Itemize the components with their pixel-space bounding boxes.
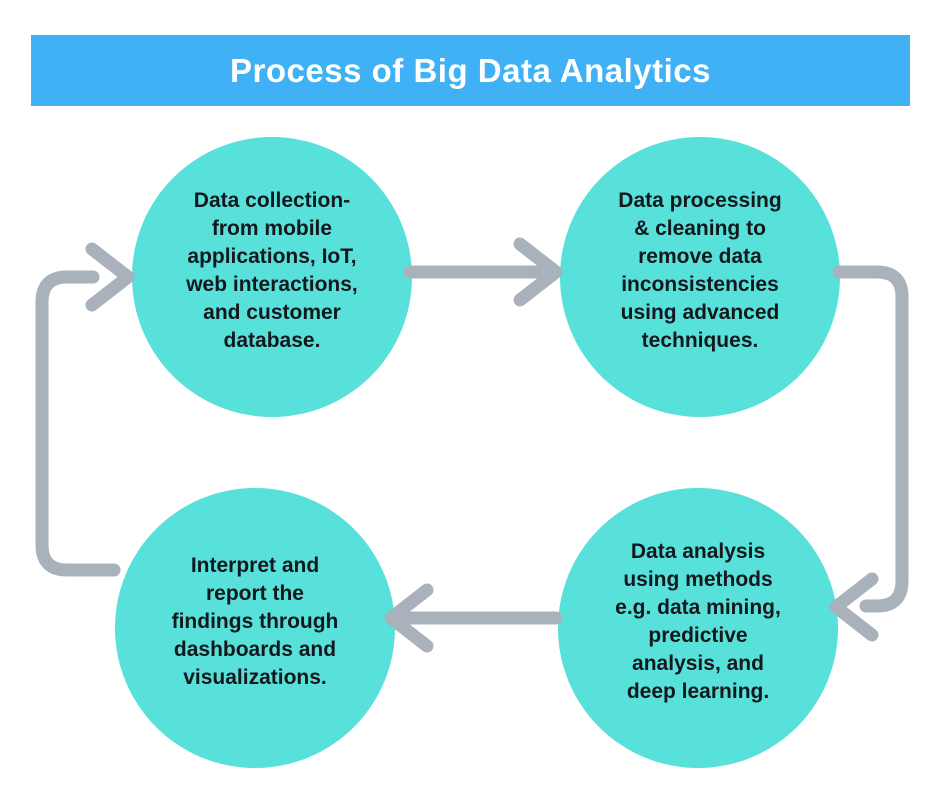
arrow-analysis-to-interpret xyxy=(384,583,563,653)
title-banner: Process of Big Data Analytics xyxy=(31,35,910,106)
arrowhead-left-icon xyxy=(829,572,879,642)
step-text-data-analysis: Data analysis using methods e.g. data mi… xyxy=(615,540,781,703)
arrow-collection-to-processing xyxy=(403,237,563,307)
page-title: Process of Big Data Analytics xyxy=(230,51,711,89)
step-circle-data-collection: Data collection- from mobile application… xyxy=(132,137,412,417)
arrowhead-left-icon xyxy=(384,583,434,653)
connector-interpret-to-collection xyxy=(35,242,135,577)
step-text-data-processing: Data processing & cleaning to remove dat… xyxy=(618,189,782,352)
step-circle-interpret-report: Interpret and report the findings throug… xyxy=(115,488,395,768)
step-circle-data-processing: Data processing & cleaning to remove dat… xyxy=(560,137,840,417)
step-text-interpret-report: Interpret and report the findings throug… xyxy=(171,554,339,689)
step-circle-data-analysis: Data analysis using methods e.g. data mi… xyxy=(558,488,838,768)
connector-shaft xyxy=(832,265,909,613)
step-text-data-collection: Data collection- from mobile application… xyxy=(186,189,358,352)
arrowhead-right-icon xyxy=(85,242,135,312)
arrowhead-right-icon xyxy=(513,237,563,307)
connector-shaft xyxy=(35,270,121,577)
connector-processing-to-analysis xyxy=(829,265,909,642)
